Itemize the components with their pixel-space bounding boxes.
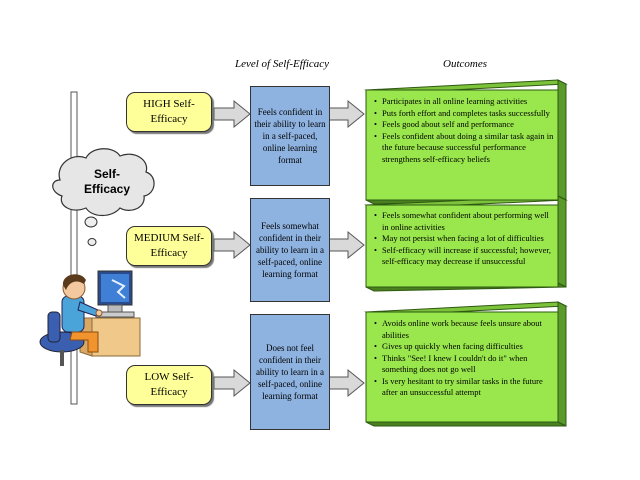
outcome-item: Puts forth effort and completes tasks su… [374,108,556,120]
cloud-icon [52,148,155,246]
description-box-low: Does not feel confident in their ability… [250,314,330,430]
outcome-item: Feels somewhat confident about performin… [374,210,556,233]
description-box-high: Feels confident in their ability to lear… [250,86,330,186]
vertical-bar [70,91,78,405]
outcome-item: Self-efficacy will increase if successfu… [374,245,556,268]
cloud-line-1: Self- [93,167,120,181]
description-box-medium: Feels somewhat confident in their abilit… [250,198,330,302]
outcome-box-low: Avoids online work because feels unsure … [372,318,556,399]
outcome-item: Feels confident about doing a similar ta… [374,131,556,166]
arrow-icon [328,99,365,398]
outcome-item: Is very hesitant to try similar tasks in… [374,376,556,399]
outcome-item: Thinks "See! I knew I couldn't do it" wh… [374,353,556,376]
outcome-box-high: Participates in all online learning acti… [372,96,556,165]
outcome-item: Gives up quickly when facing difficultie… [374,341,556,353]
outcomes-header: Outcomes [443,58,487,70]
level-header: Level of Self-Efficacy [234,58,330,70]
level-pill-medium: MEDIUM Self-Efficacy [126,226,212,266]
cloud-label: Self- Efficacy [72,167,142,197]
outcome-item: Feels good about self and performance [374,119,556,131]
cloud-line-2: Efficacy [83,182,131,196]
outcome-item: May not persist when facing a lot of dif… [374,233,556,245]
level-pill-high: HIGH Self-Efficacy [126,92,212,132]
outcome-item: Avoids online work because feels unsure … [374,318,556,341]
outcome-item: Participates in all online learning acti… [374,96,556,108]
arrow-icon [213,99,251,398]
level-pill-low: LOW Self-Efficacy [126,365,212,405]
person-at-computer-icon [39,270,141,366]
outcome-box-medium: Feels somewhat confident about performin… [372,210,556,268]
